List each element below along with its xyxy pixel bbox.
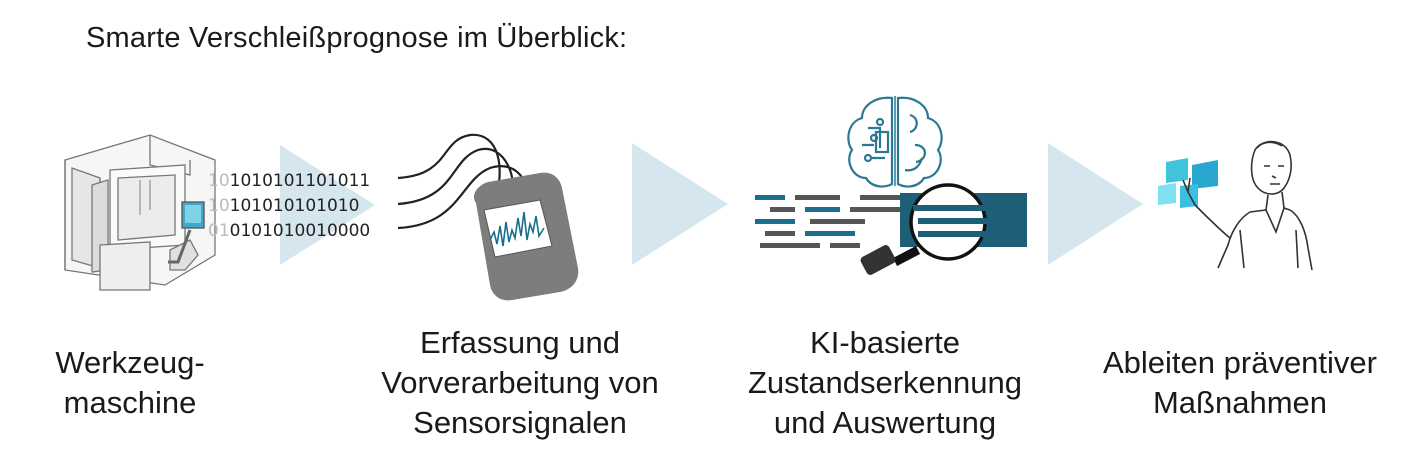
svg-text:010101010010000: 010101010010000: [208, 221, 370, 241]
binary-line-3: 0101010010000: [230, 221, 371, 241]
arrow-1: [280, 145, 375, 265]
binary-faded-1: 10: [208, 171, 230, 191]
arrow-3: [1048, 143, 1143, 265]
stage-2-line-3: Sensorsignalen: [413, 405, 627, 440]
person-icon: [1182, 140, 1313, 271]
hologram-windows-icon: [1158, 158, 1218, 208]
stage-preventive-measures: Ableiten präventiver Maßnahmen: [1080, 343, 1400, 423]
svg-text:101010101101011: 101010101101011: [208, 171, 370, 191]
stage-2-line-1: Erfassung und: [420, 325, 620, 360]
magnifier-icon: [860, 183, 998, 275]
sensor-device-icon: [473, 172, 579, 301]
stage-machine-tool: Werkzeug- maschine: [20, 343, 240, 423]
stage-3-line-1: KI-basierte: [810, 325, 960, 360]
stage-1-line-2: maschine: [63, 385, 197, 420]
stage-2-line-2: Vorverarbeitung von: [381, 365, 659, 400]
stage-3-line-3: und Auswertung: [773, 405, 997, 440]
stage-ai-analysis: KI-basierte Zustandserkennung und Auswer…: [725, 323, 1045, 443]
binary-line-1: 1010101101011: [230, 171, 371, 191]
ai-brain-icon: [847, 96, 943, 188]
diagram-title: Smarte Verschleißprognose im Überblick:: [86, 22, 628, 54]
binary-faded-3: 01: [208, 221, 230, 241]
svg-text:10101010101010: 10101010101010: [208, 196, 359, 216]
binary-faded-2: 10: [208, 196, 230, 216]
binary-stream: 101010101101011 10101010101010 010101010…: [208, 171, 370, 241]
stage-4-line-1: Ableiten präventiver: [1103, 345, 1377, 380]
machine-tool-icon: [64, 134, 216, 291]
stage-1-line-1: Werkzeug-: [55, 345, 205, 380]
stage-3-line-2: Zustandserkennung: [747, 365, 1023, 400]
signal-waveform: [489, 211, 545, 247]
stage-4-line-2: Maßnahmen: [1152, 385, 1328, 420]
binary-line-2: 101010101010: [230, 196, 360, 216]
stage-signal-acquisition: Erfassung und Vorverarbeitung von Sensor…: [360, 323, 680, 443]
arrow-2: [632, 143, 728, 265]
